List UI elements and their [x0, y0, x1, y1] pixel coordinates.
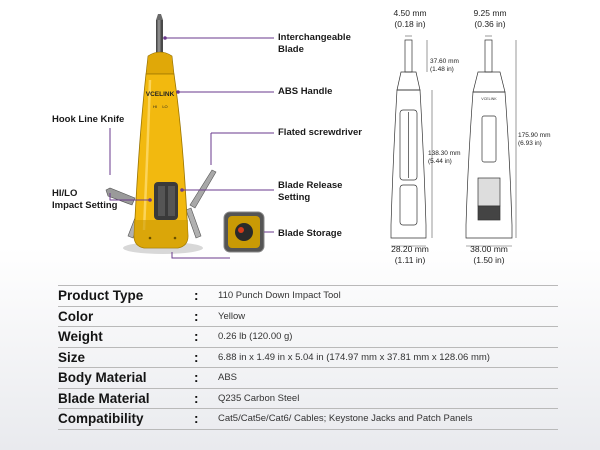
tool-hi-text: HI [153, 104, 157, 109]
callout-release-line2: Setting [278, 192, 311, 203]
dimension-lines [391, 35, 517, 247]
spec-row-blade-material: Blade Material : Q235 Carbon Steel [58, 389, 558, 409]
spec-key: Weight [58, 329, 103, 345]
dim-total-length: 175.90 mm (6.93 in) [518, 132, 551, 148]
hook-knife-blade [105, 187, 136, 206]
spec-key: Body Material [58, 370, 147, 386]
spec-key: Product Type [58, 288, 144, 304]
dim-blade-width-mm: 4.50 mm [393, 8, 427, 18]
spec-key: Color [58, 308, 94, 324]
side-view-brand-text: VCELINK [481, 97, 497, 101]
dim-handle-length-in: (5.44 in) [428, 158, 452, 165]
dim-blade-width-in: (0.18 in) [394, 19, 426, 29]
spec-value: 6.88 in x 1.49 in x 5.04 in (174.97 mm x… [218, 351, 490, 363]
callout-hilo-setting: HI/LO Impact Setting [52, 188, 117, 212]
callout-flated-screwdriver: Flated screwdriver [278, 127, 362, 138]
callout-abs-handle: ABS Handle [278, 86, 333, 97]
dim-side-depth-in: (0.36 in) [474, 19, 506, 29]
callout-blade-line2: Blade [278, 44, 304, 55]
callout-interchangeable-blade: Interchangeable Blade [278, 32, 351, 56]
spec-value: 110 Punch Down Impact Tool [218, 290, 341, 302]
spec-row-body-material: Body Material : ABS [58, 368, 558, 389]
spec-table: Product Type : 110 Punch Down Impact Too… [58, 285, 558, 430]
spec-key: Size [58, 349, 86, 365]
dim-handle-depth: 38.00 mm (1.50 in) [457, 244, 521, 266]
dim-total-length-mm: 175.90 mm [518, 132, 551, 139]
spec-colon: : [194, 308, 199, 324]
dim-handle-width-in: (1.11 in) [394, 255, 426, 265]
callout-hilo-line2: Impact Setting [52, 200, 118, 211]
front-view-drawing [390, 39, 427, 239]
dim-side-depth: 9.25 mm (0.36 in) [460, 8, 520, 30]
screwdriver-blade [189, 169, 217, 209]
dim-blade-length-in: (1.48 in) [430, 66, 454, 73]
spec-colon: : [194, 370, 199, 386]
callout-hook-line-knife: Hook Line Knife [52, 114, 125, 125]
punch-tool-photo: VCELINK HI LO [105, 14, 217, 254]
spec-value: Cat5/Cat5e/Cat6/ Cables; Keystone Jacks … [218, 413, 473, 425]
spec-value: ABS [218, 372, 238, 384]
spec-row-color: Color : Yellow [58, 307, 558, 327]
dim-blade-length: 37.60 mm (1.48 in) [430, 58, 459, 74]
blade-storage-inset [223, 211, 265, 253]
spec-colon: : [194, 411, 199, 427]
spec-key: Blade Material [58, 390, 150, 406]
spec-colon: : [194, 329, 199, 345]
callout-lines [109, 37, 274, 259]
dim-handle-length-mm: 138.30 mm [428, 150, 461, 157]
callout-release-line1: Blade Release [278, 180, 343, 191]
tool-lo-text: LO [162, 104, 167, 109]
dim-handle-width-mm: 28.20 mm [391, 244, 429, 254]
callout-blade-release: Blade Release Setting [278, 180, 342, 204]
spec-row-compatibility: Compatibility : Cat5/Cat5e/Cat6/ Cables;… [58, 409, 558, 430]
spec-row-weight: Weight : 0.26 lb (120.00 g) [58, 327, 558, 348]
tool-illustration: VCELINK HI LO [105, 14, 517, 259]
callout-blade-line1: Interchangeable [278, 32, 351, 43]
callout-blade-storage: Blade Storage [278, 228, 342, 239]
spec-key: Compatibility [58, 411, 144, 427]
spec-value: Q235 Carbon Steel [218, 392, 300, 404]
callout-hilo-line1: HI/LO [52, 188, 78, 199]
dim-handle-length: 138.30 mm (5.44 in) [428, 150, 461, 166]
dim-total-length-in: (6.93 in) [518, 140, 542, 147]
dim-handle-width: 28.20 mm (1.11 in) [378, 244, 442, 266]
spec-colon: : [194, 349, 199, 365]
diagram-area: VCELINK HI LO [52, 8, 551, 266]
dim-side-depth-mm: 9.25 mm [473, 8, 507, 18]
spec-value: Yellow [218, 310, 246, 322]
dim-blade-length-mm: 37.60 mm [430, 58, 459, 65]
spec-row-product-type: Product Type : 110 Punch Down Impact Too… [58, 285, 558, 307]
tool-brand-text: VCELINK [146, 91, 175, 98]
dim-blade-width: 4.50 mm (0.18 in) [380, 8, 440, 30]
spec-colon: : [194, 288, 199, 304]
dim-handle-depth-in: (1.50 in) [473, 255, 505, 265]
spec-value: 0.26 lb (120.00 g) [218, 331, 293, 343]
dim-handle-depth-mm: 38.00 mm [470, 244, 508, 254]
spec-row-size: Size : 6.88 in x 1.49 in x 5.04 in (174.… [58, 348, 558, 368]
side-view-drawing [465, 39, 513, 239]
spec-colon: : [194, 390, 199, 406]
